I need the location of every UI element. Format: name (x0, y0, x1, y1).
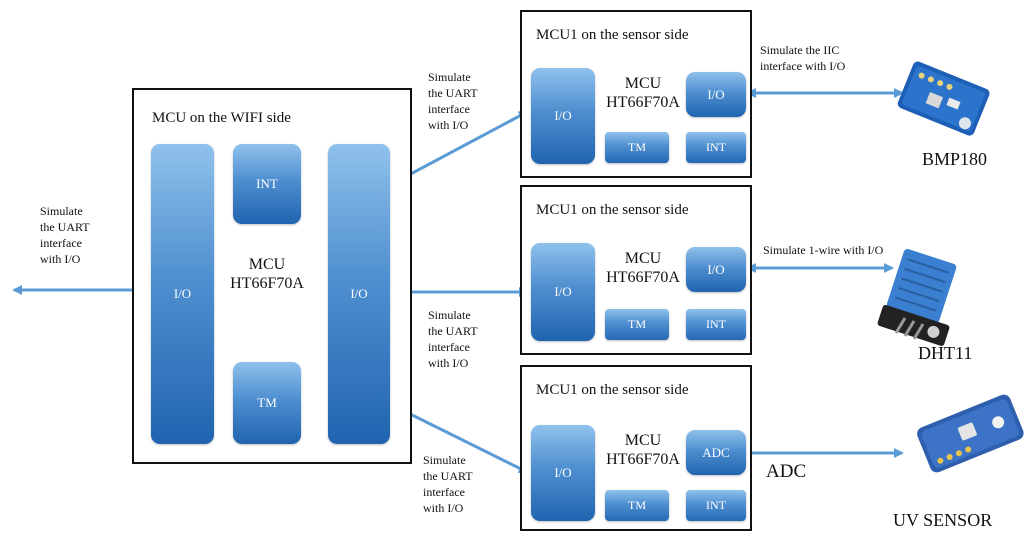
uart-note-sensor2: Simulate the UART interface with I/O (428, 308, 478, 370)
sensor-mcu-frame-1: MCU1 on the sensor side I/O MCU HT66F70A… (520, 10, 752, 178)
uart-link-sensor3 (396, 406, 529, 474)
sensor-adc-block: ADC (686, 430, 746, 475)
sensor-mcu-label: MCU HT66F70A (606, 75, 680, 111)
sensor-io-block: I/O (531, 243, 595, 341)
wifi-mcu-frame: MCU on the WIFI side I/O INT MCU HT66F70… (132, 88, 412, 464)
sensor-io-block: I/O (531, 68, 595, 164)
bmp180-label: BMP180 (922, 149, 988, 169)
onewire-note: Simulate 1-wire with I/O (763, 243, 884, 257)
sensor-tm-block: TM (605, 309, 669, 340)
dht11-module-image (877, 249, 957, 346)
uv-sensor-label: UV SENSOR (893, 510, 993, 530)
uart-note-sensor1: Simulate the UART interface with I/O (428, 70, 478, 132)
wifi-tm-block: TM (233, 362, 301, 444)
left-uart-note: Simulate the UART interface with I/O (40, 204, 90, 266)
sensor-mcu-label: MCU HT66F70A (606, 432, 680, 468)
uv-sensor-module-image (917, 394, 1024, 473)
sensor-int-block: INT (686, 490, 746, 521)
sensor-port-block: I/O (686, 247, 746, 292)
bmp180-module-image (897, 61, 990, 136)
sensor-int-block: INT (686, 309, 746, 340)
sensor-tm-block: TM (605, 490, 669, 521)
wifi-mcu-title: MCU on the WIFI side (152, 110, 291, 126)
sensor-mcu-frame-3: MCU1 on the sensor side I/O MCU HT66F70A… (520, 365, 752, 531)
wifi-int-block: INT (233, 144, 301, 224)
adc-label: ADC (766, 461, 807, 482)
sensor-int-block: INT (686, 132, 746, 163)
wifi-mcu-label: MCU HT66F70A (230, 256, 304, 292)
sensor-io-block: I/O (531, 425, 595, 521)
sensor-mcu-title: MCU1 on the sensor side (536, 382, 689, 398)
sensor-mcu-title: MCU1 on the sensor side (536, 202, 689, 218)
uart-note-sensor3: Simulate the UART interface with I/O (423, 453, 473, 515)
iic-note: Simulate the IIC interface with I/O (760, 43, 846, 73)
sensor-port-block: I/O (686, 72, 746, 117)
sensor-mcu-title: MCU1 on the sensor side (536, 27, 689, 43)
sensor-mcu-frame-2: MCU1 on the sensor side I/O MCU HT66F70A… (520, 185, 752, 355)
uart-link-sensor1 (388, 110, 529, 187)
wifi-io-right-block: I/O (328, 144, 390, 444)
sensor-tm-block: TM (605, 132, 669, 163)
dht11-label: DHT11 (918, 343, 973, 363)
sensor-mcu-label: MCU HT66F70A (606, 250, 680, 286)
wifi-io-left-block: I/O (151, 144, 214, 444)
